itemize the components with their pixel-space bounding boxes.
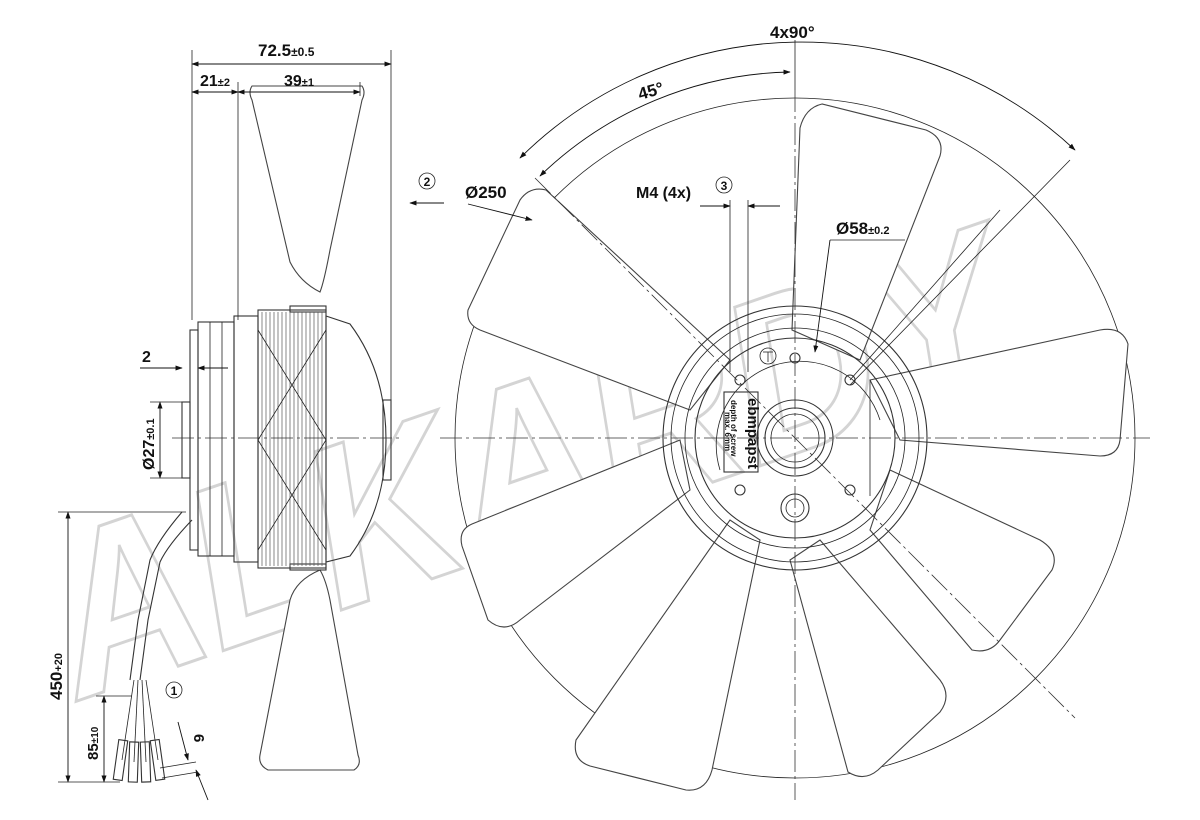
dim-total-width-tol: ±0.5 — [291, 45, 315, 59]
stator-hatch — [257, 312, 327, 566]
callout-3: 3 — [715, 176, 733, 194]
callout-2: 2 — [409, 172, 444, 206]
dim-strip-length-tol: ±10 — [90, 726, 101, 743]
front-blade — [869, 328, 1129, 457]
screw-hole — [844, 484, 856, 496]
dim-blade-width-tol: ±1 — [302, 77, 314, 89]
callout-1-text: 1 — [171, 684, 178, 698]
front-blade — [467, 188, 731, 411]
svg-text:39±1: 39±1 — [284, 73, 314, 90]
dim-screw: M4 (4x) — [636, 185, 691, 202]
screw-hole — [734, 484, 746, 496]
dim-total-width: 72.5 — [258, 41, 291, 60]
side-view: 72.5±0.5 21±2 39±1 2 Ø27±0.1 450+20 — [47, 41, 444, 801]
screw-hole — [734, 374, 746, 386]
dim-bolt-circle-tol: ±0.2 — [868, 225, 889, 237]
dim-blade-width: 39 — [284, 73, 302, 90]
dim-bolt-circle: Ø58 — [836, 219, 868, 238]
callout-1: 1 — [165, 681, 183, 699]
depth-label: depth of screw — [729, 400, 738, 457]
callout-3-text: 3 — [721, 179, 728, 193]
dim-angle-45: 45° — [636, 78, 666, 103]
dim-shaft-dia-tol: ±0.1 — [145, 418, 157, 439]
dim-shaft-dia: Ø27 — [141, 440, 158, 470]
dim-strip-length: 85 — [85, 743, 102, 760]
svg-text:Ø27±0.1: Ø27±0.1 — [141, 418, 158, 470]
dim-wire-end: 6 — [190, 734, 207, 742]
dim-cable-length: 450 — [47, 672, 66, 700]
front-view: ebmpapst depth of screw max. 6mm 4x90° 4… — [440, 23, 1150, 800]
callout-2-text: 2 — [424, 175, 431, 189]
shaft — [181, 401, 191, 479]
svg-text:Ø58±0.2: Ø58±0.2 — [836, 219, 889, 238]
side-blade-bottom — [259, 569, 360, 771]
svg-text:85±10: 85±10 — [85, 726, 102, 760]
front-blades — [460, 103, 1129, 791]
dim-angle-pattern: 4x90° — [770, 23, 815, 42]
ground-symbol — [759, 347, 777, 365]
front-blade — [869, 469, 1055, 652]
front-blade — [460, 439, 691, 628]
svg-text:450+20: 450+20 — [47, 653, 66, 700]
side-blade-top — [249, 85, 365, 293]
dim-step: 2 — [142, 349, 151, 366]
dim-offset: 21 — [200, 73, 218, 90]
svg-text:21±2: 21±2 — [200, 73, 230, 90]
depth-max-label: max. 6mm — [723, 412, 732, 451]
cable-wires — [112, 679, 166, 783]
dim-cable-length-tol: +20 — [53, 653, 65, 672]
dim-offset-tol: ±2 — [218, 77, 230, 89]
brand-label: ebmpapst — [744, 398, 761, 469]
front-blade — [574, 519, 761, 791]
dim-diameter: Ø250 — [465, 183, 507, 202]
motor-body — [189, 305, 392, 571]
svg-text:72.5±0.5: 72.5±0.5 — [258, 41, 315, 60]
cable — [139, 519, 193, 681]
front-blade — [789, 539, 947, 778]
